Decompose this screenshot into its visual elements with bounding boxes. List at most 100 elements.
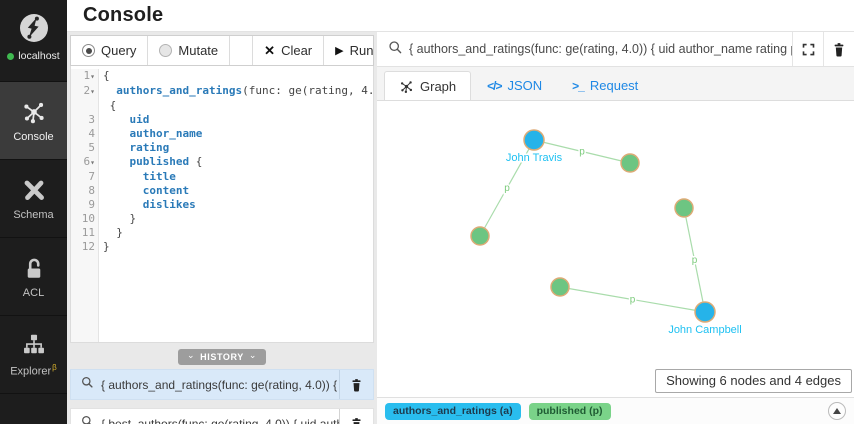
graph-node[interactable] — [674, 198, 694, 218]
code-text: content — [142, 184, 190, 197]
edge-label: p — [692, 255, 698, 266]
legend-badge[interactable]: authors_and_ratings (a) — [385, 402, 521, 420]
sidebar-item-label: ACL — [22, 286, 45, 299]
mode-label: Mutate — [178, 43, 219, 58]
code-text: rating — [129, 141, 170, 154]
code-line: 7 title — [71, 170, 373, 184]
fullscreen-button[interactable] — [792, 32, 823, 66]
graph-status: Showing 6 nodes and 4 edges — [655, 369, 852, 393]
graph-edge[interactable] — [533, 139, 631, 164]
mutate-mode-radio[interactable]: Mutate — [148, 36, 231, 65]
node-label: John Campbell — [668, 324, 741, 336]
graph-node[interactable] — [470, 226, 490, 246]
graph-node[interactable] — [620, 153, 640, 173]
query-preview-text[interactable]: { authors_and_ratings(func: ge(rating, 4… — [409, 42, 792, 56]
trash-icon — [352, 378, 361, 392]
code-line: 10 } — [71, 212, 373, 226]
sitemap-icon — [23, 334, 44, 354]
line-number: 1▾ — [71, 69, 99, 84]
line-number: 6▾ — [71, 155, 99, 170]
clear-button-label: Clear — [281, 43, 313, 58]
code-text: dislikes — [142, 198, 196, 211]
history-item-text: { best_authors(func: ge(rating, 4.0)) { … — [101, 416, 339, 424]
line-number — [71, 99, 99, 113]
node-label: John Travis — [506, 152, 563, 164]
chevron-down-icon: ⌄ — [186, 350, 196, 360]
graph-edge[interactable] — [479, 139, 535, 237]
graph-node[interactable] — [550, 277, 570, 297]
connection-status[interactable]: localhost — [7, 50, 60, 62]
radio-icon — [159, 44, 173, 57]
line-number: 5 — [71, 141, 99, 155]
fold-arrow-icon[interactable]: ▾ — [90, 87, 95, 96]
fold-arrow-icon[interactable]: ▾ — [90, 72, 95, 81]
edge-label: p — [504, 183, 510, 194]
tab-label: Request — [589, 78, 639, 93]
sidebar-item-acl[interactable]: ACL — [0, 238, 67, 316]
sidebar-item-explorer[interactable]: Explorerβ — [0, 316, 67, 394]
graph-icon — [400, 80, 413, 93]
graph-edge[interactable] — [559, 286, 706, 313]
clear-x-icon: ✕ — [264, 42, 276, 58]
status-dot-icon — [7, 52, 15, 60]
query-editor[interactable]: 1▾{2▾ authors_and_ratings(func: ge(ratin… — [70, 66, 374, 343]
tab-label: JSON — [507, 78, 543, 93]
graph-node[interactable] — [523, 129, 545, 151]
editor-gutter-fill — [71, 254, 373, 342]
sidebar: localhost Console Schema ACL Explorerβ — [0, 0, 67, 424]
schema-icon — [24, 180, 44, 200]
line-number: 7 — [71, 170, 99, 184]
code-line: 12} — [71, 240, 373, 254]
search-icon — [82, 377, 93, 388]
history-item[interactable]: { authors_and_ratings(func: ge(rating, 4… — [70, 369, 374, 400]
search-icon — [82, 416, 91, 424]
search-icon — [387, 39, 403, 60]
graph-edge[interactable] — [683, 207, 706, 313]
fold-arrow-icon[interactable]: ▾ — [90, 158, 95, 167]
results-tabs: Graph </> JSON >_Request — [377, 67, 854, 100]
history-item[interactable]: { best_authors(func: ge(rating, 4.0)) { … — [70, 408, 374, 424]
tab-request[interactable]: >_Request — [558, 71, 652, 100]
line-number: 11 — [71, 226, 99, 240]
mode-label: Query — [101, 43, 137, 58]
code-line: 4 author_name — [71, 127, 373, 141]
collapse-footer-button[interactable] — [828, 402, 846, 420]
code-line: 1▾{ — [71, 69, 373, 84]
code-line: 11 } — [71, 226, 373, 240]
json-icon: </> — [487, 78, 502, 93]
legend-badge[interactable]: published (p) — [528, 402, 611, 420]
clear-button[interactable]: ✕ Clear — [253, 36, 325, 65]
graph-legend: authors_and_ratings (a) published (p) — [385, 402, 611, 420]
line-number: 9 — [71, 198, 99, 212]
trash-icon — [834, 42, 844, 56]
run-button[interactable]: ▶ Run — [324, 36, 384, 65]
sidebar-menu: Console Schema ACL Explorerβ — [0, 82, 67, 394]
code-line: 8 content — [71, 184, 373, 198]
sidebar-item-schema[interactable]: Schema — [0, 160, 67, 238]
sidebar-item-console[interactable]: Console — [0, 82, 67, 160]
sidebar-brand-section: localhost — [0, 0, 67, 82]
query-mode-radio[interactable]: Query — [71, 36, 149, 65]
delete-query-button[interactable] — [823, 32, 854, 66]
code-text: title — [142, 170, 176, 183]
tab-json[interactable]: </> JSON — [473, 71, 556, 100]
code-text: } — [103, 212, 137, 225]
trash-icon — [352, 417, 361, 424]
tab-graph[interactable]: Graph — [384, 71, 472, 100]
dgraph-logo-icon[interactable] — [18, 12, 50, 44]
code-text: published { — [129, 155, 203, 168]
delete-history-button[interactable] — [339, 409, 373, 424]
delete-history-button[interactable] — [339, 370, 373, 399]
code-text: { — [103, 99, 117, 112]
graph-node[interactable] — [694, 301, 716, 323]
history-toggle[interactable]: ⌄ HISTORY ⌄ — [177, 349, 267, 365]
results-panel: { authors_and_ratings(func: ge(rating, 4… — [377, 32, 854, 424]
run-play-icon: ▶ — [335, 45, 344, 57]
code-text: author_name — [129, 127, 203, 140]
code-rows: 1▾{2▾ authors_and_ratings(func: ge(ratin… — [71, 66, 373, 254]
